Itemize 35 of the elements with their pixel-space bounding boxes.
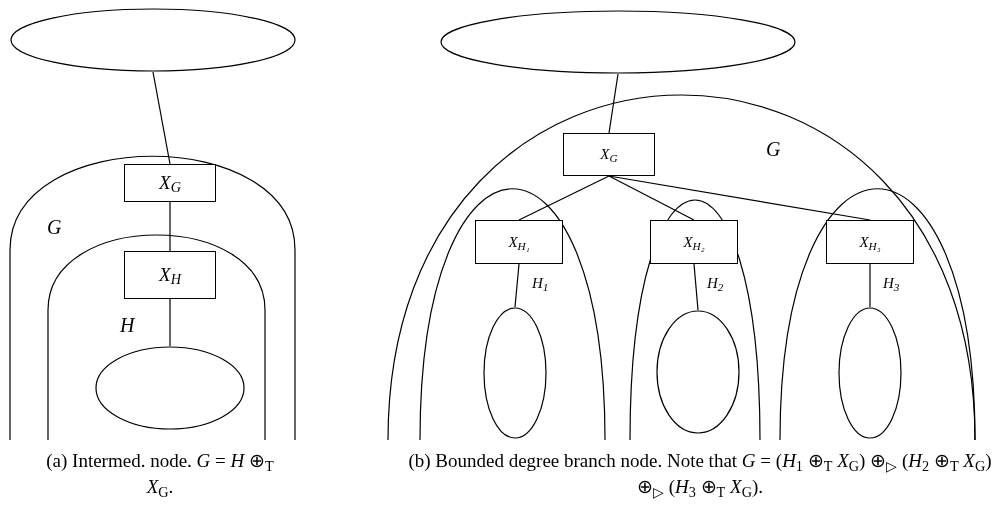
connector-line bbox=[169, 298, 171, 347]
ellipse-shape bbox=[440, 10, 796, 74]
region-label: H$_{3}$ bbox=[883, 274, 900, 295]
variable-label: X$_{H₃}$ bbox=[859, 232, 881, 254]
variable-label: X$_{H₁}$ bbox=[508, 232, 530, 254]
variable-box bbox=[650, 220, 738, 264]
connector-line bbox=[869, 263, 871, 308]
connector-line bbox=[608, 175, 695, 221]
variable-box bbox=[826, 220, 914, 264]
variable-box bbox=[475, 220, 563, 264]
region-label: H$_{2}$ bbox=[707, 274, 724, 295]
ellipse-shape bbox=[483, 307, 547, 439]
variable-box bbox=[563, 133, 655, 176]
variable-box bbox=[124, 251, 216, 299]
ellipse-shape bbox=[10, 8, 296, 72]
variable-box bbox=[124, 164, 216, 202]
variable-label: X$_{G}$ bbox=[600, 145, 618, 166]
figure-caption: (b) Bounded degree branch node. Note that G = (H$_{1}$ ⊕$_{T}$ X$_{G}$) ⊕$_{▷}$ (H$_{2}$ ⊕$_{T}$ X$_{G}$) ⊕$_{▷}$ (H$_{3}$ ⊕$_{T}$ X$_{G}$). bbox=[407, 449, 993, 500]
connector-line bbox=[514, 263, 520, 308]
variable-label: X$_{H₂}$ bbox=[683, 232, 705, 254]
region-label: G bbox=[47, 215, 62, 240]
region-label: H bbox=[120, 313, 135, 338]
ellipse-shape bbox=[656, 310, 740, 434]
figure-caption: (a) Intermed. node. G = H ⊕$_{T}$ X$_{G}$. bbox=[45, 449, 275, 500]
connector-line bbox=[608, 73, 619, 134]
connector-line bbox=[518, 175, 610, 221]
region-label: H$_{1}$ bbox=[532, 274, 549, 295]
variable-label: X$_{H}$ bbox=[159, 262, 181, 290]
ellipse-shape bbox=[95, 346, 245, 430]
connector-line bbox=[152, 71, 171, 165]
ellipse-shape bbox=[838, 307, 902, 439]
connector-line bbox=[693, 263, 699, 311]
connector-line bbox=[169, 201, 171, 252]
region-label: G bbox=[766, 137, 781, 162]
variable-label: X$_{G}$ bbox=[159, 170, 181, 198]
